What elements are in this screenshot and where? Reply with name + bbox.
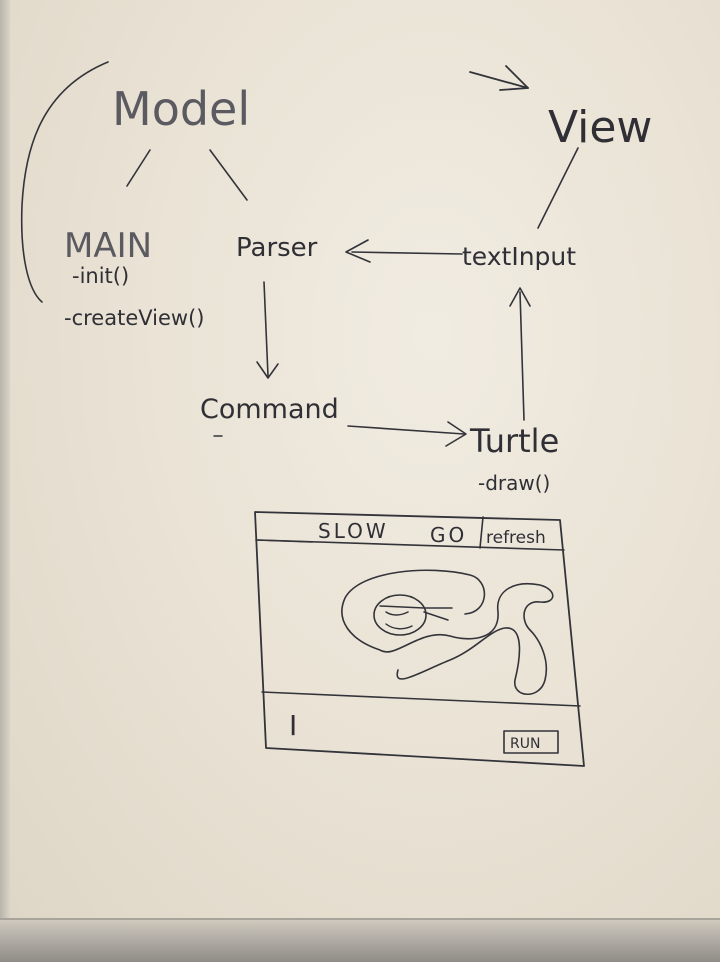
model-main-edge <box>126 149 151 187</box>
mockup-input-divider <box>261 691 581 707</box>
mockup-window-frame <box>254 511 585 767</box>
mockup-refresh-separator <box>479 516 484 549</box>
slow-button: SLOW <box>318 519 389 543</box>
parser-to-command-arrow <box>263 281 269 377</box>
refresh-button: refresh <box>486 528 546 548</box>
whiteboard-frame <box>0 0 10 918</box>
command-to-turtle-arrow <box>347 425 465 435</box>
turtle-method-draw: -draw() <box>478 471 550 495</box>
model-to-view-arrow <box>469 71 529 89</box>
run-button-outline <box>503 730 559 754</box>
turtle-node-label: Turtle <box>469 422 559 460</box>
main-method-create-view: -createView() <box>64 306 204 330</box>
marker-tray <box>0 918 720 962</box>
view-textinput-edge <box>537 147 579 229</box>
model-main-loop-edge <box>20 61 109 303</box>
text-input-cursor: I <box>289 709 297 742</box>
model-node-label: Model <box>112 82 250 136</box>
model-to-view-arrowhead <box>499 65 529 91</box>
go-button: GO <box>430 523 467 547</box>
command-to-turtle-arrowhead <box>445 421 467 447</box>
turtle-to-textinput-arrow <box>519 291 525 421</box>
parser-to-command-arrowhead <box>256 361 279 379</box>
mockup-toolbar-left-stub <box>255 539 313 543</box>
turtle-head-icon <box>373 594 427 636</box>
turtle-mouth-icon <box>385 623 413 630</box>
textinput-to-parser-arrowhead <box>345 239 371 263</box>
main-method-init: -init() <box>72 264 129 288</box>
main-node-label: MAIN <box>64 226 152 266</box>
model-parser-edge <box>209 149 248 201</box>
run-button-label: RUN <box>510 736 540 752</box>
connectors <box>20 61 579 447</box>
view-node-label: View <box>548 102 652 153</box>
command-node-label: Command <box>200 394 339 425</box>
turtle-to-textinput-arrowhead <box>509 287 531 307</box>
textinput-node-label: textInput <box>462 242 576 271</box>
parser-node-label: Parser <box>236 233 318 263</box>
turtle-trail-path <box>341 569 554 695</box>
turtle-mask-icon <box>379 605 453 621</box>
ui-mockup: SLOW GO refresh I RUN <box>254 511 585 767</box>
textinput-to-parser-arrow <box>351 251 463 255</box>
